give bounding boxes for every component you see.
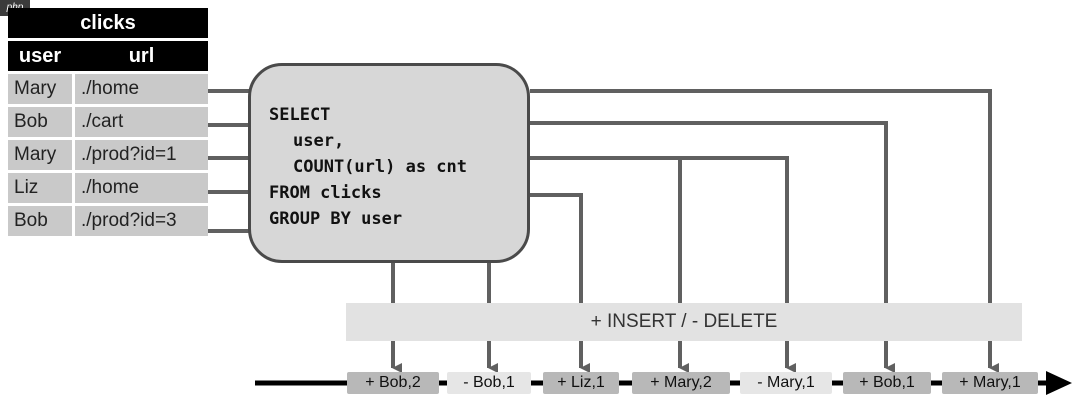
- table-row: Mary ./prod?id=1: [8, 140, 208, 170]
- output-arrow: [530, 156, 796, 373]
- timeline-arrowhead: [1046, 371, 1072, 395]
- changelog-entry: + Bob,2: [347, 372, 439, 394]
- cell-user: Mary: [8, 140, 72, 170]
- sql-line: user,: [293, 131, 345, 151]
- output-arrow: [530, 89, 999, 373]
- cell-user: Mary: [8, 74, 72, 104]
- clicks-table: clicks user url Mary ./home Bob ./cart M…: [8, 8, 208, 236]
- output-arrow: [530, 193, 590, 373]
- sql-line: SELECT: [269, 105, 331, 125]
- table-caption: clicks: [8, 8, 208, 38]
- changelog-entry: - Bob,1: [447, 372, 531, 394]
- output-arrow: [530, 121, 895, 373]
- table-row: Mary ./home: [8, 74, 208, 104]
- header-url: url: [128, 45, 155, 67]
- cell-url: ./prod?id=3: [75, 206, 208, 236]
- changelog-entry: - Mary,1: [740, 372, 832, 394]
- cell-user: Liz: [8, 173, 72, 203]
- sql-line: FROM clicks: [269, 183, 382, 203]
- table-row: Bob ./prod?id=3: [8, 206, 208, 236]
- cell-url: ./cart: [75, 107, 208, 137]
- table-header: user url: [8, 41, 208, 71]
- sql-line: COUNT(url) as cnt: [293, 157, 467, 177]
- changelog-entry: + Bob,1: [843, 372, 931, 394]
- cell-url: ./home: [75, 74, 208, 104]
- sql-query-box: SELECT user, COUNT(url) as cnt FROM clic…: [248, 63, 530, 263]
- cell-url: ./prod?id=1: [75, 140, 208, 170]
- header-user: user: [18, 45, 62, 67]
- insert-delete-band: + INSERT / - DELETE: [346, 303, 1022, 341]
- cell-user: Bob: [8, 107, 72, 137]
- cell-url: ./home: [75, 173, 208, 203]
- changelog-entry: + Liz,1: [543, 372, 619, 394]
- cell-user: Bob: [8, 206, 72, 236]
- table-row: Liz ./home: [8, 173, 208, 203]
- changelog-entry: + Mary,1: [942, 372, 1038, 394]
- table-row: Bob ./cart: [8, 107, 208, 137]
- changelog-entry: + Mary,2: [632, 372, 730, 394]
- sql-line: GROUP BY user: [269, 209, 403, 229]
